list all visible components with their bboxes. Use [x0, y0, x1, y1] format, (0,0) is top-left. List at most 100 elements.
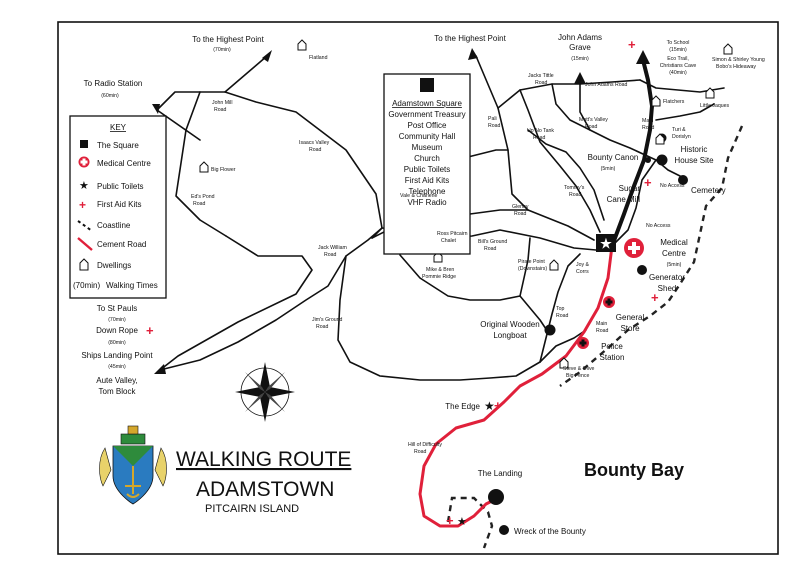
place-police: Station [600, 353, 625, 362]
dest-down-rope-time: (80min) [108, 340, 126, 346]
svg-text:+: + [446, 513, 454, 528]
key-label: First Aid Kits [97, 200, 141, 209]
label-glenny: Glenny [512, 204, 529, 210]
dest-radio: To Radio Station [84, 79, 143, 88]
label-mike: Mike & Bren [426, 267, 454, 273]
label-hill: Road [414, 449, 427, 455]
label-jims: Road [316, 324, 329, 330]
dest-eco: Eco Trail, [667, 56, 689, 62]
place-wreck: Wreck of the Bounty [514, 527, 586, 536]
label-main2: Road [596, 328, 609, 334]
arrow-ships-landing-icon [154, 364, 166, 374]
label-jack-william: Road [324, 252, 337, 258]
key-star-icon: ★ [79, 180, 89, 192]
label-glenny: Road [514, 211, 527, 217]
key-cross-icon: + [79, 198, 86, 212]
label-eds-pond: Ed's Pond [191, 194, 215, 200]
label-ross: Ross Pitcairn [437, 231, 468, 237]
label-smiles: Bobo's Hideaway [716, 64, 756, 70]
label-flatland: Flatland [309, 55, 328, 61]
place-general-store: General [616, 313, 645, 322]
map-title: WALKING ROUTE [176, 448, 351, 471]
adamstown-square-box: Adamstown Square Government Treasury Pos… [383, 73, 471, 255]
label-main-road: Main [642, 118, 653, 124]
square-box-heading: Adamstown Square [392, 99, 462, 108]
place-generator: Generator [649, 273, 685, 282]
square-box-item: Public Toilets [404, 165, 451, 174]
bay-label: Bounty Bay [584, 460, 684, 480]
place-sugar: Sugar [619, 184, 641, 193]
label-no-access: No Access [660, 183, 685, 189]
label-steve: Steve & Olive [563, 366, 595, 372]
square-box-item: Church [414, 154, 440, 163]
label-up-no-tank: Up No Tank [527, 128, 554, 134]
label-bills: Road [484, 246, 497, 252]
square-box-item: Community Hall [399, 132, 456, 141]
dest-school: To School [667, 40, 690, 46]
dest-grave-time: (15min) [571, 56, 589, 62]
key-house-icon [79, 258, 89, 271]
svg-text:+: + [651, 290, 659, 305]
label-isaacs: Road [309, 147, 322, 153]
toilet-star-edge-icon: ★ [484, 399, 495, 413]
label-hill: Hill of Difficulty [408, 442, 442, 448]
label-isaacs: Isaacs Valley [299, 140, 330, 146]
square-box-item: Post Office [408, 121, 448, 130]
dest-grave: John Adams [558, 33, 602, 42]
dest-st-pauls: To St Pauls [97, 304, 137, 313]
label-pali: Road [488, 123, 501, 129]
cement-road [418, 244, 614, 528]
square-box-item: VHF Radio [407, 198, 447, 207]
place-landing: The Landing [478, 469, 522, 478]
place-general-store: Store [620, 324, 640, 333]
key-label: Dwellings [97, 261, 131, 270]
label-john-mill: Road [214, 107, 227, 113]
label-jims: Jim's Ground [312, 317, 343, 323]
police-aid-icon [577, 337, 589, 349]
label-ja-road: John Adams Road [585, 82, 628, 88]
label-top: Road [556, 313, 569, 319]
place-historic: Historic [681, 145, 708, 154]
square-star-icon: ★ [600, 236, 612, 251]
key-cement-road-icon [77, 237, 93, 251]
dest-ships-landing: Ships Landing Point [81, 351, 153, 360]
key-label: Medical Centre [97, 159, 151, 168]
label-main-road: Road [642, 125, 655, 131]
key-label: Public Toilets [97, 182, 144, 191]
dest-aute: Tom Block [99, 387, 137, 396]
key-label: Walking Times [106, 281, 158, 290]
dest-highest-mid: To the Highest Point [434, 34, 506, 43]
dest-aute: Aute Valley, [96, 376, 138, 385]
place-cemetery: Cemetery [691, 186, 726, 195]
square-box-item: Telephone [409, 187, 446, 196]
key-coastline-icon [77, 220, 93, 232]
arrow-radio-icon [152, 104, 160, 114]
coastline-landing [446, 496, 494, 549]
square-box-item: First Aid Kits [405, 176, 449, 185]
label-pali: Pali [488, 116, 497, 122]
general-store-aid-icon [603, 296, 615, 308]
dest-ships-landing-time: (45min) [108, 364, 126, 370]
square-marker-icon [596, 234, 616, 252]
place-police: Police [601, 342, 623, 351]
key-label: The Square [97, 141, 139, 150]
dest-highest-left-time: (70min) [213, 47, 231, 53]
generator-dot [637, 265, 647, 275]
label-joy: Corrs [576, 269, 589, 275]
place-historic: House Site [674, 156, 714, 165]
label-tommys: Tommy's [564, 185, 585, 191]
label-motts: Mott's Valley [579, 117, 608, 123]
place-medical-time: (5min) [667, 262, 682, 268]
label-jack-william: Jack William [318, 245, 347, 251]
toilet-star-landing-icon: ★ [457, 516, 467, 528]
dest-eco: Christians Cave [660, 63, 697, 69]
dest-eco-time: (40min) [669, 70, 687, 76]
arrow-school-icon [636, 50, 650, 64]
label-joy: Joy & [576, 262, 590, 268]
place-longboat: Longboat [493, 331, 527, 340]
label-bills: Bill's Ground [478, 239, 507, 245]
map-key: KEY ★ + The Square Medical Centre Public… [69, 115, 167, 299]
place-bounty-canon-time: (5min) [601, 166, 616, 172]
small-labels: Flatland John Mill Road Big Flower Ed's … [191, 55, 765, 455]
dest-school-time: (15min) [669, 47, 687, 53]
